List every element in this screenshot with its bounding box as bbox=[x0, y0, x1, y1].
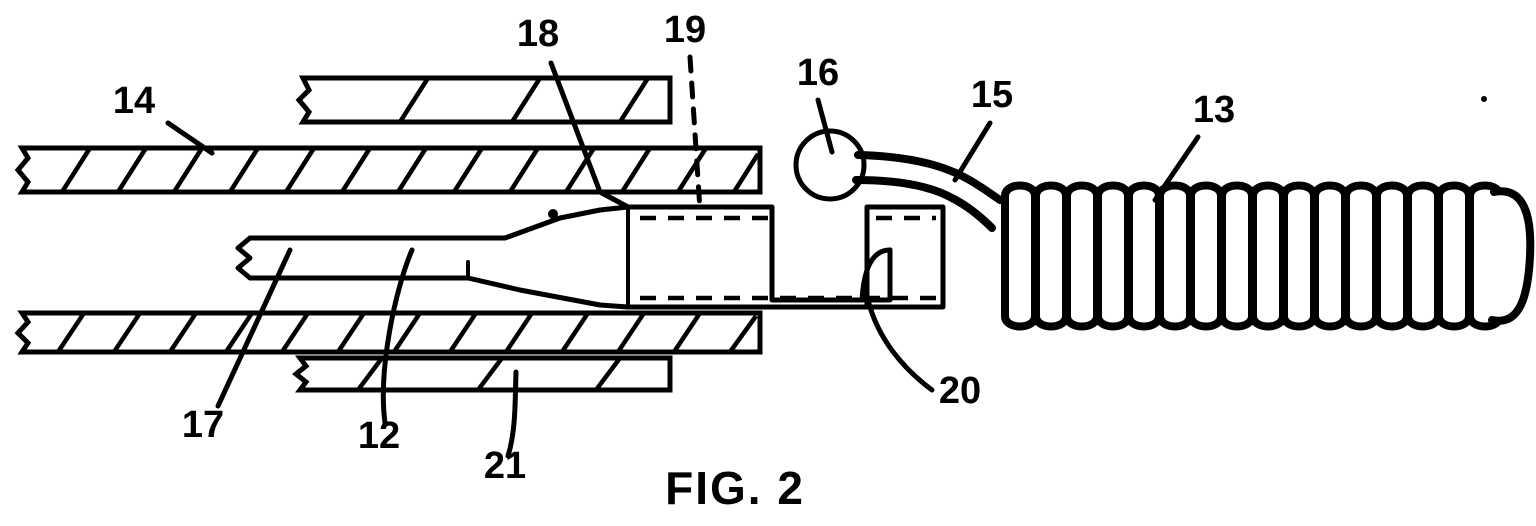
ref-numeral-13: 13 bbox=[1193, 89, 1235, 131]
leader-14 bbox=[165, 120, 215, 156]
ref-numeral-15: 15 bbox=[971, 74, 1013, 116]
ref-numeral-21: 21 bbox=[484, 445, 526, 487]
leader-21 bbox=[505, 369, 519, 459]
lower-short-strip bbox=[291, 355, 673, 393]
connector-block bbox=[859, 204, 946, 310]
ball-element bbox=[793, 128, 867, 202]
leader-16 bbox=[815, 97, 835, 155]
ref-numeral-14: 14 bbox=[113, 80, 155, 122]
coil-spring bbox=[1001, 181, 1535, 331]
upper-short-strip bbox=[295, 75, 673, 125]
reference-numerals: 14 18 19 16 15 13 17 12 21 20 bbox=[113, 9, 1235, 487]
inner-tapered-shaft bbox=[235, 204, 631, 310]
hatching-upper-short bbox=[398, 76, 650, 124]
leader-20 bbox=[865, 297, 935, 393]
figure-caption: FIG. 2 bbox=[665, 462, 805, 514]
hatching-lower-short bbox=[356, 356, 622, 392]
leader-lines bbox=[165, 54, 1201, 459]
leader-19 bbox=[687, 54, 703, 213]
ref-numeral-16: 16 bbox=[797, 52, 839, 94]
ref-numeral-17: 17 bbox=[182, 404, 224, 446]
upper-long-strip bbox=[14, 145, 763, 195]
ref-numeral-19: 19 bbox=[664, 9, 706, 51]
tube-body bbox=[625, 204, 940, 310]
ref-numeral-18: 18 bbox=[517, 13, 559, 55]
leader-17 bbox=[215, 247, 293, 409]
ref-numeral-20: 20 bbox=[939, 370, 981, 412]
hatching-lower-long bbox=[56, 311, 758, 354]
leader-12 bbox=[380, 247, 415, 426]
scan-artifact-dot bbox=[1481, 96, 1487, 102]
hatching-upper-long bbox=[60, 146, 760, 194]
leader-15 bbox=[952, 120, 993, 183]
ref-numeral-12: 12 bbox=[358, 415, 400, 457]
leader-18 bbox=[548, 60, 631, 210]
leader-13 bbox=[1152, 134, 1201, 203]
